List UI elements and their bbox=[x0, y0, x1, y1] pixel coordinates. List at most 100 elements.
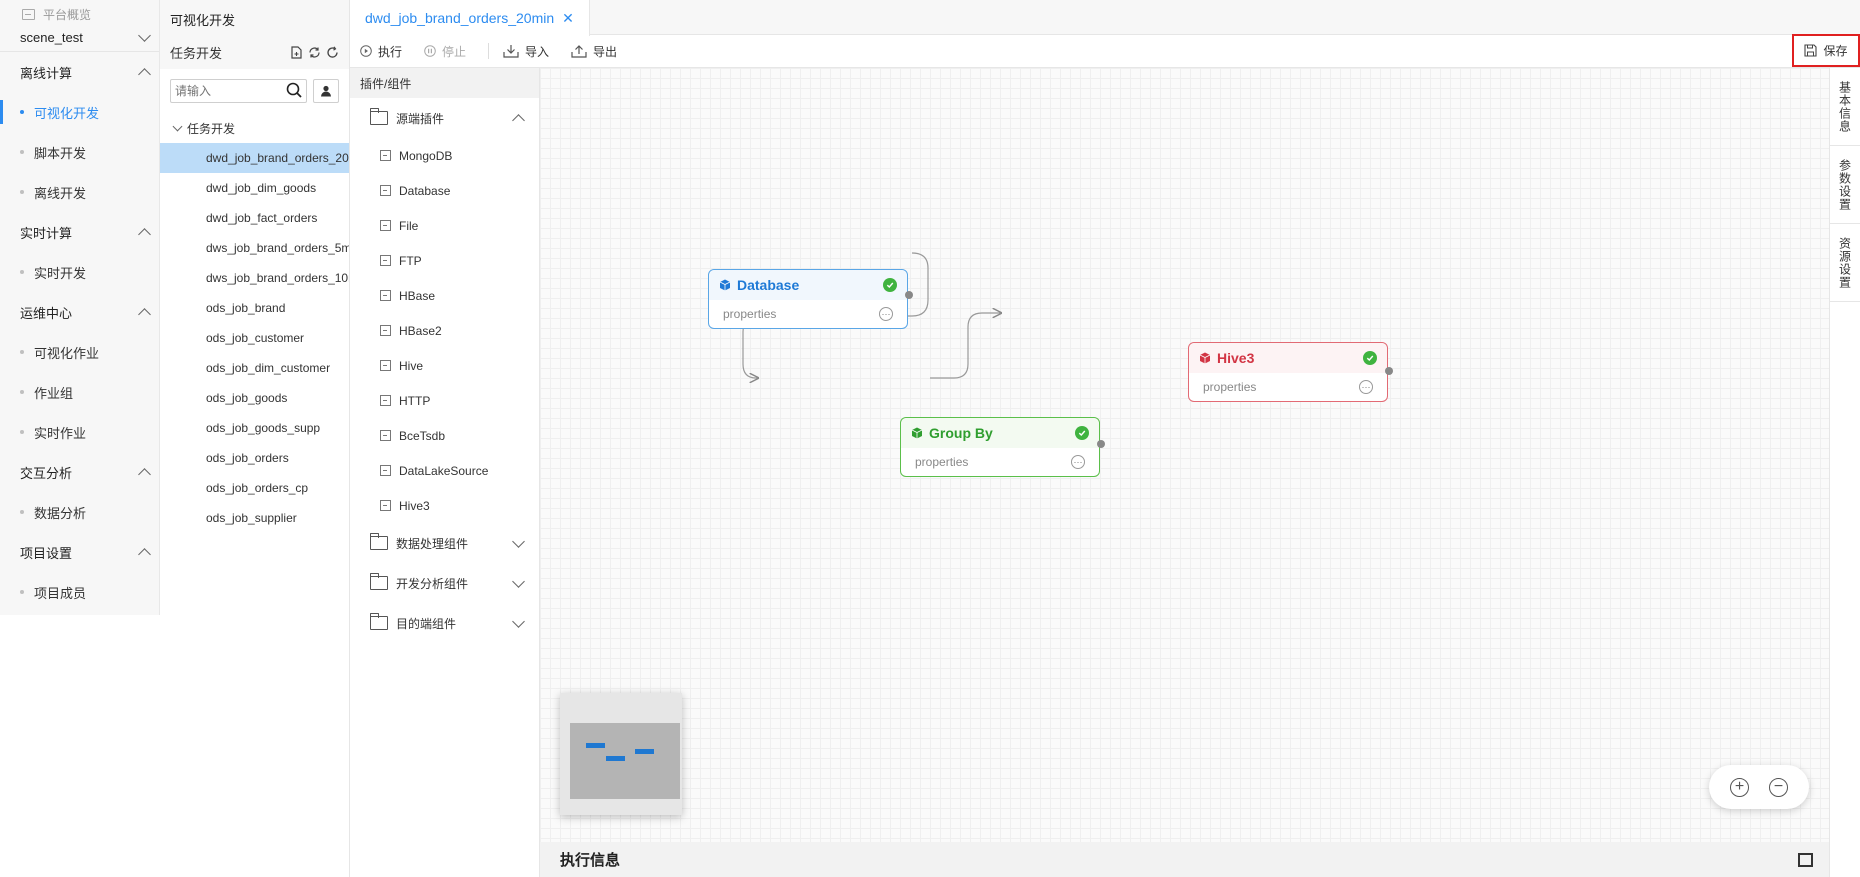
output-port[interactable] bbox=[1097, 440, 1105, 448]
edge-groupby-to-hive3 bbox=[930, 313, 1001, 379]
minimap[interactable] bbox=[560, 693, 682, 815]
job-list-item[interactable]: ods_job_brand bbox=[206, 301, 286, 315]
job-list-item[interactable]: dwd_job_fact_orders bbox=[206, 211, 318, 225]
zoom-in-icon[interactable]: + bbox=[1730, 777, 1749, 797]
chevron-down-icon bbox=[172, 121, 183, 132]
zoom-out-icon[interactable]: − bbox=[1769, 777, 1788, 797]
job-list-item[interactable]: dws_job_brand_orders_5min bbox=[206, 241, 349, 255]
job-list-item[interactable]: dws_job_brand_orders_10min bbox=[206, 271, 349, 285]
palette-plugin-item[interactable]: DataLakeSource bbox=[350, 453, 539, 488]
folder-icon bbox=[370, 533, 388, 550]
job-list-item[interactable]: ods_job_dim_customer bbox=[206, 361, 331, 375]
job-list-item[interactable]: ods_job_orders bbox=[206, 451, 289, 465]
palette-group-header[interactable]: 数据处理组件 bbox=[350, 523, 539, 563]
nav-group-label: 项目设置 bbox=[20, 545, 73, 561]
nav-item[interactable]: 实时作业 bbox=[0, 412, 159, 452]
run-button[interactable]: 执行 bbox=[360, 43, 402, 60]
nav-item[interactable]: 脚本开发 bbox=[0, 132, 159, 172]
more-icon[interactable]: ··· bbox=[1359, 380, 1373, 394]
job-list-item[interactable]: ods_job_orders_cp bbox=[206, 481, 309, 495]
job-list-item[interactable]: dwd_job_dim_goods bbox=[206, 181, 317, 195]
palette-plugin-item[interactable]: Hive bbox=[350, 348, 539, 383]
nav-group-label: 实时计算 bbox=[20, 225, 73, 241]
nav-item[interactable]: 离线开发 bbox=[0, 172, 159, 212]
more-icon[interactable]: ··· bbox=[879, 307, 893, 321]
palette-plugin-item[interactable]: Database bbox=[350, 173, 539, 208]
nav-group-header[interactable]: 交互分析 bbox=[0, 452, 159, 492]
more-icon[interactable]: ··· bbox=[1071, 455, 1085, 469]
tab-basic-info[interactable]: 基本信息 bbox=[1830, 68, 1860, 146]
nav-item-label: 可视化作业 bbox=[34, 345, 100, 361]
palette-plugin-item[interactable]: FTP bbox=[350, 243, 539, 278]
search-icon[interactable] bbox=[286, 82, 302, 101]
job-list-item[interactable]: ods_job_customer bbox=[206, 331, 305, 345]
nav-group-label: 离线计算 bbox=[20, 65, 73, 81]
editor-toolbar: 执行 停止 导入 导出 bbox=[350, 35, 1860, 68]
toolbar-divider bbox=[488, 43, 490, 59]
plugin-icon bbox=[380, 395, 391, 406]
nav-group-header[interactable]: 离线计算 bbox=[0, 52, 159, 92]
plugin-icon bbox=[380, 150, 391, 161]
user-filter-button[interactable] bbox=[313, 79, 339, 103]
palette-plugin-item[interactable]: File bbox=[350, 208, 539, 243]
job-list-item[interactable]: ods_job_goods_supp bbox=[206, 421, 321, 435]
minimap-viewport[interactable] bbox=[570, 723, 680, 799]
palette-group-header[interactable]: 源端插件 bbox=[350, 98, 539, 138]
output-port[interactable] bbox=[1385, 367, 1393, 375]
job-list-item[interactable]: dwd_job_brand_orders_20min bbox=[160, 143, 349, 173]
nav-item[interactable]: 数据分析 bbox=[0, 492, 159, 532]
node-group-by[interactable]: Group By properties ··· bbox=[900, 417, 1105, 477]
palette-group-header[interactable]: 目的端组件 bbox=[350, 603, 539, 643]
node-database[interactable]: Database properties ··· bbox=[708, 269, 913, 329]
node-hive3[interactable]: Hive3 properties ··· bbox=[1188, 342, 1393, 402]
save-label: 保存 bbox=[1823, 44, 1848, 58]
nav-group-header[interactable]: 实时计算 bbox=[0, 212, 159, 252]
nav-item[interactable]: 可视化作业 bbox=[0, 332, 159, 372]
nav-overview[interactable]: 平台概览 bbox=[0, 0, 159, 24]
nav-item[interactable]: 可视化开发 bbox=[0, 92, 159, 132]
tab-param-settings[interactable]: 参数设置 bbox=[1830, 146, 1860, 224]
tab-resource-settings[interactable]: 资源设置 bbox=[1830, 224, 1860, 302]
job-list-item[interactable]: ods_job_goods bbox=[206, 391, 288, 405]
output-port[interactable] bbox=[905, 291, 913, 299]
palette-plugin-item[interactable]: MongoDB bbox=[350, 138, 539, 173]
palette-plugin-item[interactable]: HTTP bbox=[350, 383, 539, 418]
node-database-name: Database bbox=[737, 277, 800, 293]
stop-button[interactable]: 停止 bbox=[424, 43, 466, 60]
zoom-controls: + − bbox=[1709, 765, 1809, 809]
sync-icon[interactable] bbox=[308, 46, 321, 59]
tab-job-editor[interactable]: dwd_job_brand_orders_20min ✕ bbox=[350, 0, 590, 36]
refresh-icon[interactable] bbox=[326, 46, 339, 59]
palette-plugin-item[interactable]: BceTsdb bbox=[350, 418, 539, 453]
tree-root-task-dev[interactable]: 任务开发 bbox=[160, 113, 349, 143]
plugin-icon bbox=[380, 430, 391, 441]
export-button[interactable]: 导出 bbox=[571, 43, 617, 60]
nav-group-header[interactable]: 运维中心 bbox=[0, 292, 159, 332]
task-search-input[interactable] bbox=[175, 84, 286, 98]
nav-item[interactable]: 实时开发 bbox=[0, 252, 159, 292]
maximize-icon[interactable] bbox=[1798, 852, 1813, 867]
nav-group-header[interactable]: 项目设置 bbox=[0, 532, 159, 572]
close-icon[interactable]: ✕ bbox=[562, 9, 574, 26]
job-list-item[interactable]: ods_job_supplier bbox=[206, 511, 297, 525]
palette-plugin-item[interactable]: Hive3 bbox=[350, 488, 539, 523]
palette-plugin-item[interactable]: HBase bbox=[350, 278, 539, 313]
node-database-header: Database bbox=[709, 270, 907, 300]
save-button[interactable]: 保存 bbox=[1792, 34, 1860, 67]
nav-item[interactable]: 项目成员 bbox=[0, 572, 159, 612]
chevron-up-icon bbox=[138, 307, 151, 321]
palette-plugin-item[interactable]: HBase2 bbox=[350, 313, 539, 348]
tab-basic-info-label: 基本信息 bbox=[1837, 80, 1852, 133]
palette-plugin-label: BceTsdb bbox=[399, 428, 446, 443]
palette-group-header[interactable]: 开发分析组件 bbox=[350, 563, 539, 603]
plugin-icon bbox=[380, 325, 391, 336]
import-button[interactable]: 导入 bbox=[503, 43, 549, 60]
palette-plugin-label: DataLakeSource bbox=[399, 463, 489, 478]
plugin-icon bbox=[380, 465, 391, 476]
project-select[interactable]: scene_test bbox=[0, 24, 159, 52]
new-file-icon[interactable] bbox=[290, 46, 303, 59]
flow-canvas[interactable]: Database properties ··· Group By propert… bbox=[540, 68, 1829, 842]
palette-plugin-label: Hive bbox=[399, 358, 424, 373]
nav-item[interactable]: 作业组 bbox=[0, 372, 159, 412]
